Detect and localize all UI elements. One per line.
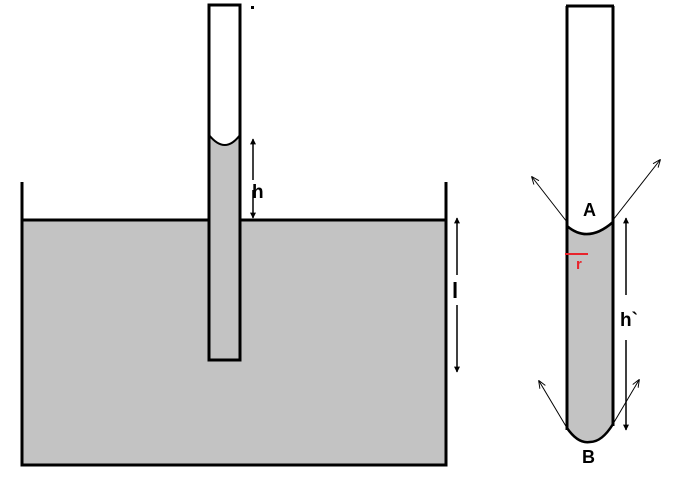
height-arrow-h: h xyxy=(250,138,264,219)
depth-arrow-l: l xyxy=(452,217,460,373)
capillary-tube-right: r A B xyxy=(565,4,615,467)
label-h-prime: h` xyxy=(620,310,638,331)
height-arrow-h-prime: h` xyxy=(620,217,638,431)
tension-arrow-B-left xyxy=(539,381,568,429)
label-r: r xyxy=(576,256,582,273)
tension-arrow-A-left xyxy=(532,177,568,223)
label-l: l xyxy=(452,278,458,303)
tension-arrow-A-right xyxy=(612,160,660,221)
tube-outline xyxy=(207,3,242,362)
vessel-walls xyxy=(20,182,448,467)
liquid-column xyxy=(567,222,613,443)
capillary-tube-left xyxy=(207,3,254,362)
meniscus-B xyxy=(565,423,615,444)
meniscus-A xyxy=(566,221,614,236)
concave-meniscus xyxy=(208,134,241,146)
stray-dot xyxy=(251,6,254,9)
label-A: A xyxy=(583,200,596,220)
label-h: h xyxy=(252,182,264,203)
tube-liquid-column xyxy=(209,135,240,360)
label-B: B xyxy=(582,447,595,467)
